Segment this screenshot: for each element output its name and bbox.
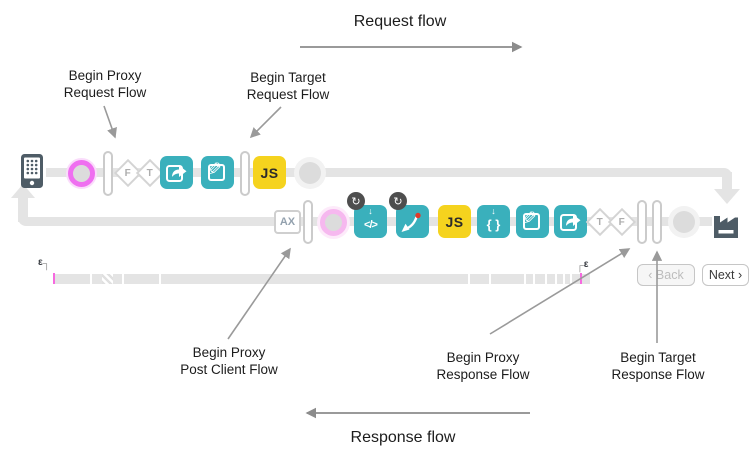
begin-proxy-request-arrow: [103, 105, 117, 139]
back-button[interactable]: ‹ Back: [637, 264, 695, 286]
condition-true-label: T: [146, 167, 154, 179]
begin-proxy-request-flow-label: Begin Proxy Request Flow: [63, 68, 147, 100]
condition-false-label: F: [618, 216, 626, 228]
ax-label: AX: [279, 216, 296, 228]
timeline-end-tick: [580, 273, 582, 284]
timeline-seg: [535, 274, 545, 284]
rotate-badge-icon: ↻: [347, 192, 365, 210]
share-arrow-policy-icon[interactable]: [160, 156, 193, 189]
pencil-box-outline: [523, 213, 540, 230]
timeline-gap: [468, 274, 470, 284]
js-label: JS: [260, 164, 279, 181]
code-glyph: </>: [364, 218, 378, 231]
pencil-glyph: ✎: [521, 209, 537, 230]
js-label: JS: [445, 213, 464, 230]
condition-false-label: F: [124, 167, 132, 179]
rotate-glyph: ↻: [393, 195, 403, 208]
braces-glyph: { }: [486, 217, 501, 232]
response-flow-wrap-up: [18, 198, 28, 222]
timeline-seg: [547, 274, 555, 284]
begin-target-response-flow-divider[interactable]: [652, 200, 662, 244]
phone-icon[interactable]: [21, 154, 43, 188]
down-arrow-icon: ↓: [491, 206, 496, 216]
rotate-glyph: ↻: [351, 195, 361, 208]
request-flow-title: Request flow: [353, 13, 447, 30]
braces-policy-icon[interactable]: ↓ { }: [477, 205, 510, 238]
begin-target-response-flow-label: Begin Target Response Flow: [611, 350, 705, 382]
rotate-badge-icon: ↻: [389, 192, 407, 210]
timeline-start-marker: ε┐: [38, 256, 51, 270]
post-client-start-node[interactable]: [320, 209, 347, 236]
condition-false-diamond[interactable]: F: [607, 207, 637, 237]
begin-proxy-response-flow-divider[interactable]: [637, 200, 647, 244]
pencil-glyph: ✎: [206, 160, 222, 181]
proxy-request-start-node[interactable]: [68, 160, 95, 187]
timeline-seg: [54, 274, 90, 284]
share-arrow-policy-icon[interactable]: [554, 205, 587, 238]
begin-proxy-post-client-arrow: [227, 247, 291, 340]
begin-target-request-flow-divider[interactable]: [240, 151, 250, 196]
request-flow-rail: [46, 168, 732, 177]
begin-target-request-arrow: [249, 106, 282, 139]
route-policy-icon[interactable]: [396, 205, 429, 238]
bracket-glyph: ┐: [42, 258, 51, 270]
begin-target-request-flow-label: Begin Target Request Flow: [246, 70, 330, 102]
request-step-node[interactable]: [299, 162, 321, 184]
timeline-gap: [159, 274, 161, 284]
code-policy-icon[interactable]: ↓ </>: [354, 205, 387, 238]
timeline-gap: [90, 274, 92, 284]
pencil-policy-icon[interactable]: ✎: [516, 205, 549, 238]
response-step-node[interactable]: [673, 211, 695, 233]
request-flow-wrap-down: [722, 172, 732, 190]
begin-proxy-post-client-flow-divider[interactable]: [303, 200, 313, 244]
timeline-start-tick: [53, 273, 55, 284]
timeline-seg: [526, 274, 533, 284]
pencil-box-outline: [208, 164, 225, 181]
timeline-bar: [54, 274, 590, 284]
begin-proxy-request-flow-divider[interactable]: [103, 151, 113, 196]
timeline-gap: [122, 274, 124, 284]
next-button[interactable]: Next ›: [702, 264, 749, 286]
begin-proxy-post-client-flow-label: Begin Proxy Post Client Flow: [180, 345, 278, 377]
timeline-seg: [124, 274, 159, 284]
epsilon-glyph: ε: [583, 259, 589, 270]
timeline-seg: [92, 274, 102, 284]
response-flow-title: Response flow: [350, 429, 456, 446]
request-flow-down-arrowhead: [714, 189, 740, 204]
factory-icon[interactable]: [712, 210, 740, 239]
js-policy-icon[interactable]: JS: [253, 156, 286, 189]
timeline-seg: [491, 274, 524, 284]
pencil-policy-icon[interactable]: ✎: [201, 156, 234, 189]
bracket-glyph: ┌: [576, 260, 584, 272]
begin-proxy-response-flow-label: Begin Proxy Response Flow: [436, 350, 530, 382]
ax-analytics-node[interactable]: AX: [274, 210, 301, 234]
js-policy-icon[interactable]: JS: [438, 205, 471, 238]
down-arrow-icon: ↓: [368, 206, 373, 216]
timeline-seg: [470, 274, 489, 284]
condition-true-label: T: [596, 216, 604, 228]
timeline-seg: [113, 274, 122, 284]
epsilon-glyph: ε: [38, 257, 43, 268]
timeline-end-marker: ┌ε: [576, 258, 589, 272]
timeline-hatch: [102, 274, 113, 284]
begin-proxy-response-arrow: [489, 248, 631, 335]
timeline-seg: [161, 274, 468, 284]
